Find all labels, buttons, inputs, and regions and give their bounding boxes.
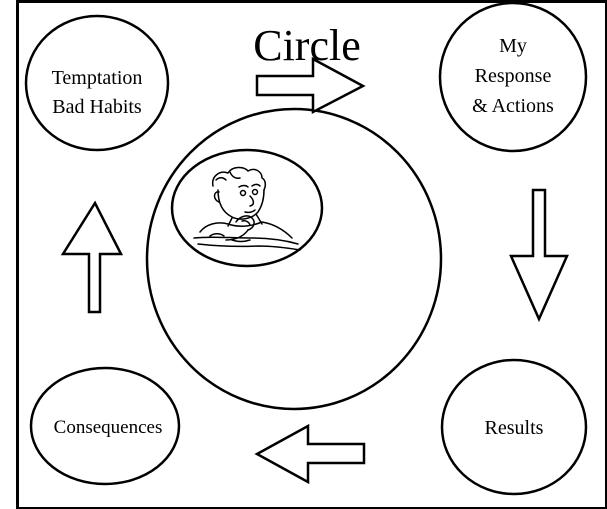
node-results: Results	[440, 358, 588, 496]
thinking-man-icon	[170, 148, 324, 268]
node-consequences-circle	[29, 366, 181, 486]
node-response-label-line1: My	[499, 35, 527, 57]
node-temptation: Temptation Bad Habits	[24, 14, 170, 152]
diagram-title: Circle	[253, 21, 361, 70]
center-circle	[145, 107, 443, 411]
arrow-left-icon	[254, 423, 366, 485]
icon-circle	[170, 148, 324, 268]
node-temptation-circle	[24, 14, 170, 152]
arrow-right-icon	[255, 56, 366, 115]
arrow-up-icon	[60, 200, 124, 314]
thinking-man-drawing	[193, 166, 301, 251]
node-response-label-line3: & Actions	[472, 95, 554, 117]
node-consequences-label: Consequences	[54, 417, 163, 438]
node-temptation-label-line1: Temptation	[52, 67, 143, 89]
node-consequences: Consequences	[29, 366, 181, 486]
node-response-label-line2: Response	[475, 65, 552, 87]
node-response-circle	[438, 1, 588, 153]
node-results-circle	[440, 358, 588, 496]
node-results-label: Results	[485, 417, 544, 439]
node-temptation-label-line2: Bad Habits	[52, 96, 142, 118]
arrow-down-icon	[509, 188, 569, 323]
node-response: My Response & Actions	[438, 1, 588, 153]
